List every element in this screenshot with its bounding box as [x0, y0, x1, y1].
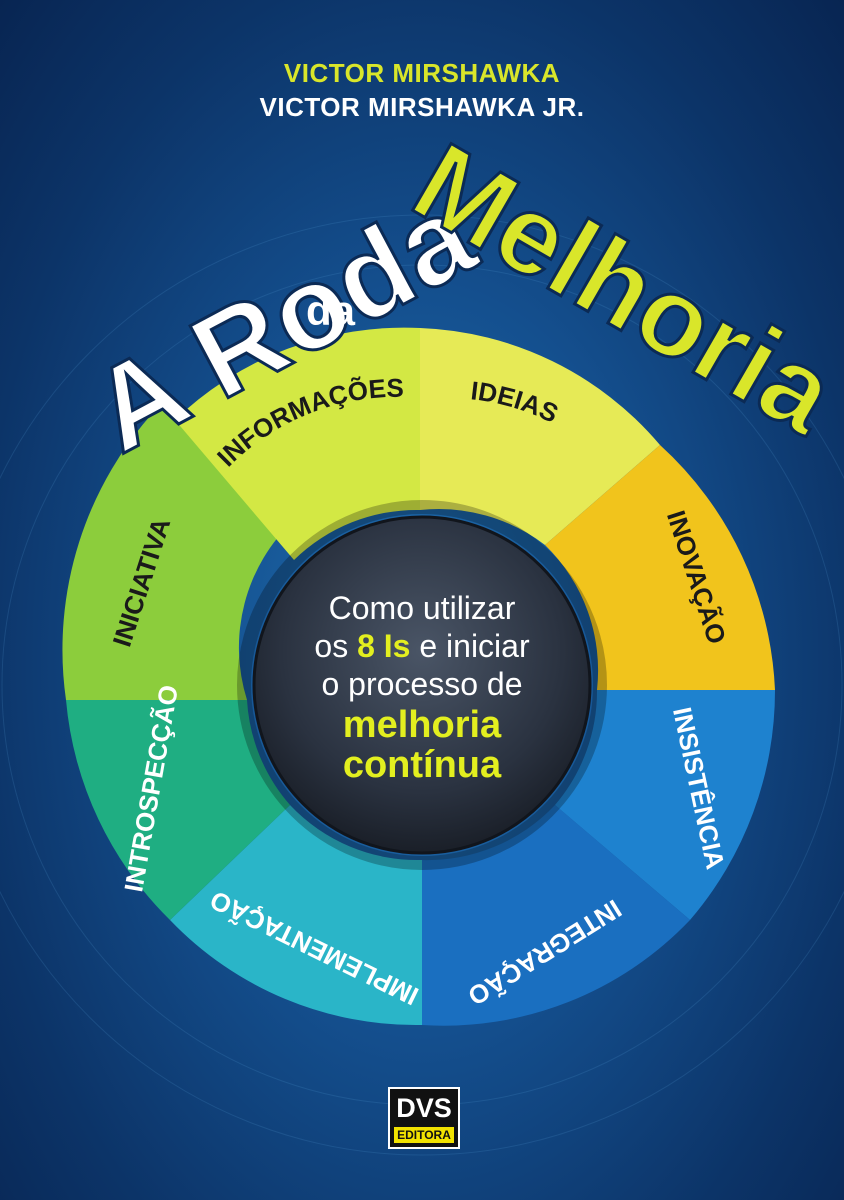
center-text-line1: Como utilizar	[262, 590, 582, 627]
center-emphasis-2: contínua	[262, 744, 582, 787]
publisher-name: DVS	[390, 1091, 458, 1125]
publisher-logo: DVS EDITORA	[388, 1087, 460, 1149]
center-text-line2: os 8 Is e iniciar	[262, 628, 582, 665]
center-line2-prefix: os	[314, 628, 348, 664]
center-line2-highlight: 8 Is	[357, 628, 410, 664]
center-emphasis-1: melhoria	[262, 704, 582, 747]
publisher-subtitle: EDITORA	[394, 1127, 454, 1143]
center-line2-suffix: e iniciar	[419, 628, 529, 664]
title-connector: da	[306, 287, 356, 334]
center-text-line3: o processo de	[262, 666, 582, 703]
